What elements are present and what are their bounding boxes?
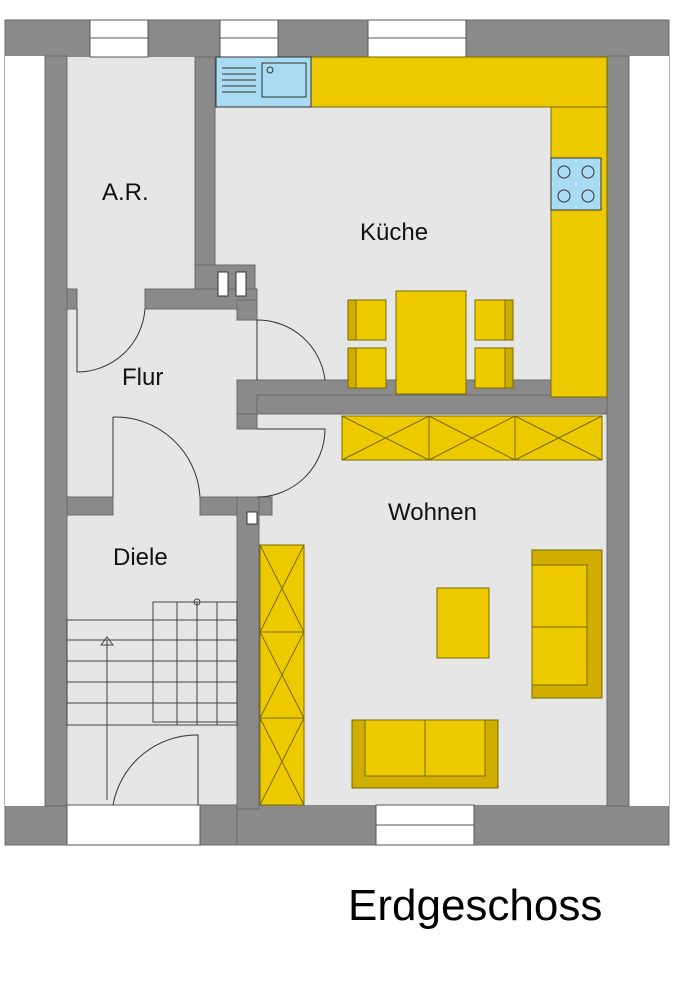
living-furniture [351,549,603,789]
room-label-abstellraum: A.R. [102,179,149,206]
living-cabinet-top [341,415,603,461]
windows [66,19,475,846]
kitchen-counter [215,56,608,398]
room-label-diele: Diele [113,544,168,571]
stove-icon [550,157,602,211]
interior-walls [66,56,608,846]
staircase [66,598,238,800]
room-label-kueche: Küche [360,219,428,246]
kitchen-table-set [347,290,514,395]
room-label-wohnen: Wohnen [388,499,477,526]
sink-icon [215,56,312,108]
doors [76,308,326,806]
living-cabinet-left [259,544,305,806]
room-label-flur: Flur [122,364,163,391]
floor-title: Erdgeschoss [348,881,602,930]
